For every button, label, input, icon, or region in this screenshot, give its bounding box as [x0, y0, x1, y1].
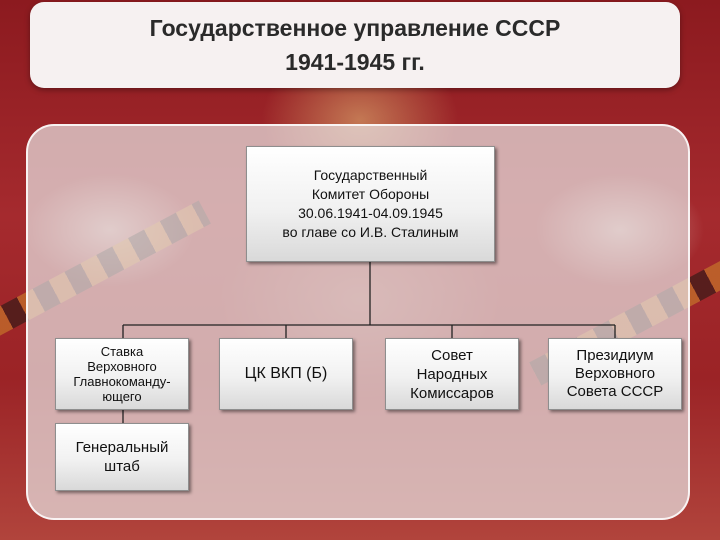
node-gko: Государственный Комитет Обороны 30.06.19… — [246, 146, 495, 262]
node-sovnarkom-line: Совет — [431, 346, 473, 365]
node-ck: ЦК ВКП (Б) — [219, 338, 353, 410]
node-gko-line: 30.06.1941-04.09.1945 — [298, 204, 443, 223]
node-stavka: Ставка Верховного Главнокоманду- ющего — [55, 338, 189, 410]
node-genshtab-line: Генеральный — [76, 438, 169, 457]
node-stavka-line: Верховного — [87, 359, 157, 374]
node-sovnarkom-line: Комиссаров — [410, 384, 494, 403]
node-presidium-line: Совета СССР — [567, 383, 664, 401]
node-gko-line: во главе со И.В. Сталиным — [282, 223, 458, 242]
node-sovnarkom-line: Народных — [417, 365, 488, 384]
node-sovnarkom: Совет Народных Комиссаров — [385, 338, 519, 410]
node-gko-line: Комитет Обороны — [312, 185, 429, 204]
node-genshtab: Генеральный штаб — [55, 423, 189, 491]
node-presidium-line: Верховного — [575, 365, 655, 383]
node-ck-line: ЦК ВКП (Б) — [245, 365, 328, 383]
node-presidium: Президиум Верховного Совета СССР — [548, 338, 682, 410]
node-presidium-line: Президиум — [576, 347, 653, 365]
node-stavka-line: ющего — [102, 389, 141, 404]
node-stavka-line: Главнокоманду- — [73, 374, 170, 389]
node-genshtab-line: штаб — [104, 457, 140, 476]
node-stavka-line: Ставка — [101, 344, 144, 359]
node-gko-line: Государственный — [314, 166, 428, 185]
